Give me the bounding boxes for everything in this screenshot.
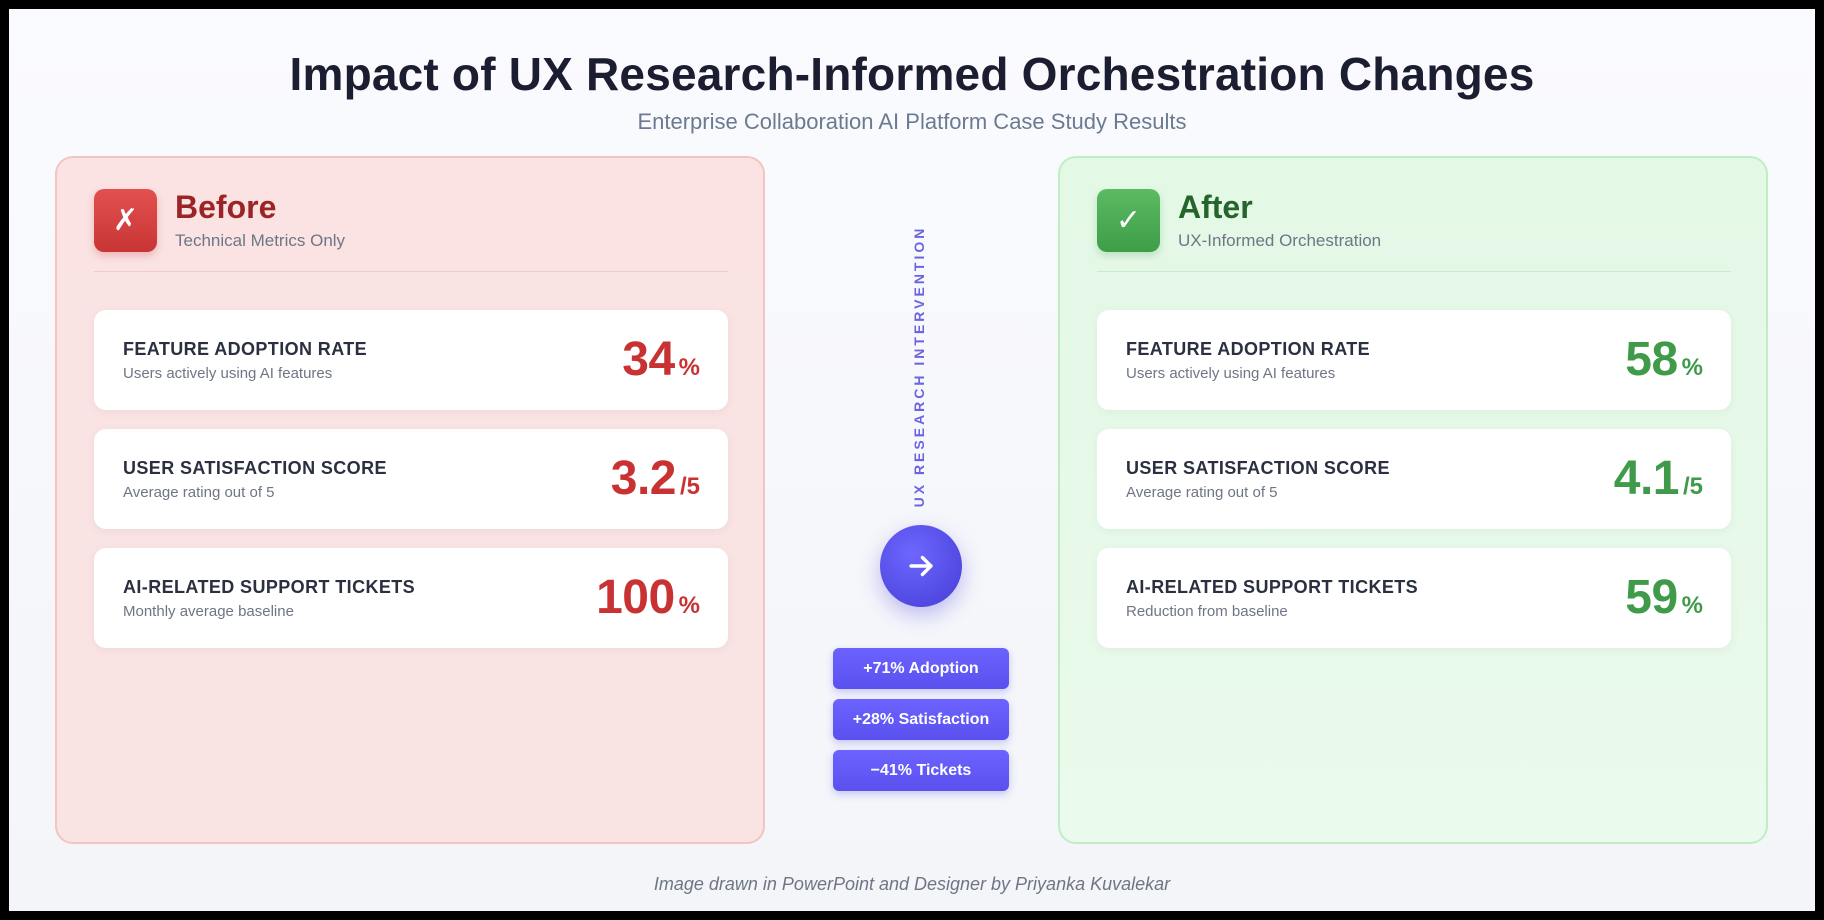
metric-card-satisfaction-after: USER SATISFACTION SCORE Average rating o… bbox=[1097, 429, 1731, 529]
metric-label: AI-RELATED SUPPORT TICKETS bbox=[1126, 577, 1419, 597]
metric-description: Average rating out of 5 bbox=[123, 484, 275, 501]
cross-icon: ✗ bbox=[94, 189, 157, 252]
page-subtitle: Enterprise Collaboration AI Platform Cas… bbox=[637, 109, 1187, 134]
change-pill-tickets: −41% Tickets bbox=[833, 750, 1009, 791]
after-panel: ✓ After UX-Informed Orchestration FEATUR… bbox=[1058, 156, 1768, 844]
metric-description: Users actively using AI features bbox=[123, 365, 333, 382]
metric-description: Reduction from baseline bbox=[1126, 603, 1288, 620]
metric-number: 58 bbox=[1625, 333, 1678, 386]
after-header: ✓ After UX-Informed Orchestration bbox=[1097, 189, 1731, 253]
metric-description: Users actively using AI features bbox=[1126, 365, 1336, 382]
metric-label: AI-RELATED SUPPORT TICKETS bbox=[123, 577, 416, 597]
metric-unit: % bbox=[678, 354, 700, 381]
metric-value: 59 % bbox=[1625, 570, 1703, 625]
divider bbox=[94, 271, 728, 272]
metric-card-adoption-before: FEATURE ADOPTION RATE Users actively usi… bbox=[94, 310, 728, 410]
metric-number: 34 bbox=[622, 333, 675, 386]
before-panel: ✗ Before Technical Metrics Only FEATURE … bbox=[55, 156, 765, 844]
page-title: Impact of UX Research-Informed Orchestra… bbox=[289, 48, 1535, 100]
metric-label: USER SATISFACTION SCORE bbox=[1126, 458, 1390, 478]
after-subtitle: UX-Informed Orchestration bbox=[1178, 231, 1382, 250]
metric-value: 3.2 /5 bbox=[611, 451, 700, 506]
before-header: ✗ Before Technical Metrics Only bbox=[94, 189, 728, 253]
metric-value: 34 % bbox=[622, 332, 700, 387]
metric-unit: % bbox=[1681, 592, 1703, 619]
before-subtitle: Technical Metrics Only bbox=[175, 231, 346, 250]
metric-unit: /5 bbox=[1682, 473, 1703, 500]
metric-number: 100 bbox=[596, 571, 675, 624]
divider bbox=[1097, 271, 1731, 272]
before-title: Before bbox=[175, 189, 277, 225]
change-pill-adoption: +71% Adoption bbox=[833, 648, 1009, 689]
metric-card-tickets-before: AI-RELATED SUPPORT TICKETS Monthly avera… bbox=[94, 548, 728, 648]
metric-label: USER SATISFACTION SCORE bbox=[123, 458, 387, 478]
metric-number: 4.1 bbox=[1613, 452, 1680, 505]
arrow-right-icon bbox=[880, 525, 962, 607]
metric-card-tickets-after: AI-RELATED SUPPORT TICKETS Reduction fro… bbox=[1097, 548, 1731, 648]
metric-description: Monthly average baseline bbox=[123, 603, 294, 620]
credit-line: Image drawn in PowerPoint and Designer b… bbox=[653, 874, 1171, 894]
metric-value: 58 % bbox=[1625, 332, 1703, 387]
change-pill-satisfaction: +28% Satisfaction bbox=[833, 699, 1009, 740]
metric-unit: % bbox=[678, 592, 700, 619]
after-title: After bbox=[1178, 189, 1253, 225]
metric-number: 59 bbox=[1625, 571, 1678, 624]
metric-unit: % bbox=[1681, 354, 1703, 381]
metric-description: Average rating out of 5 bbox=[1126, 484, 1278, 501]
metric-card-satisfaction-before: USER SATISFACTION SCORE Average rating o… bbox=[94, 429, 728, 529]
metric-number: 3.2 bbox=[610, 452, 677, 505]
metric-value: 4.1 /5 bbox=[1614, 451, 1703, 506]
slide: Impact of UX Research-Informed Orchestra… bbox=[9, 9, 1815, 911]
metric-label: FEATURE ADOPTION RATE bbox=[1126, 339, 1371, 359]
metric-card-adoption-after: FEATURE ADOPTION RATE Users actively usi… bbox=[1097, 310, 1731, 410]
metric-value: 100 % bbox=[596, 570, 700, 625]
metric-unit: /5 bbox=[679, 473, 700, 500]
intervention-label-text: UX RESEARCH INTERVENTION bbox=[911, 225, 927, 508]
metric-label: FEATURE ADOPTION RATE bbox=[123, 339, 368, 359]
check-icon: ✓ bbox=[1097, 189, 1160, 252]
